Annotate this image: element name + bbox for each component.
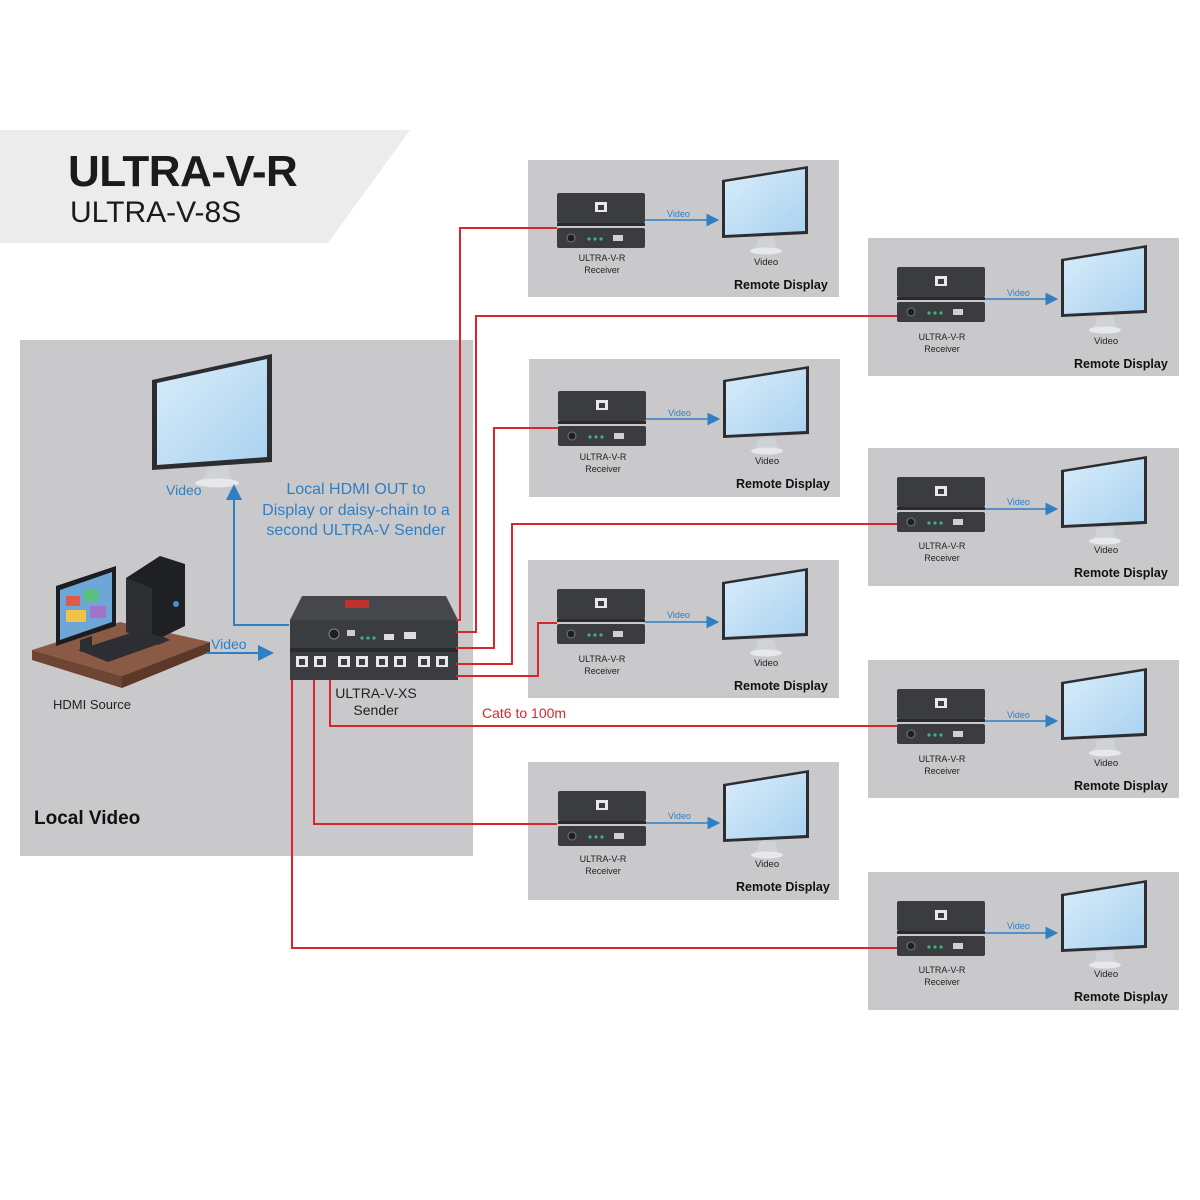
receiver-role: Receiver — [924, 766, 960, 776]
receiver-label-2: ULTRA-V-R Receiver — [902, 331, 982, 355]
receiver-model: ULTRA-V-R — [918, 754, 966, 764]
remote-display-label-5: Remote Display — [734, 679, 828, 693]
local-video-label: Local Video — [34, 808, 141, 829]
note-line-2: Display or daisy-chain to a — [262, 501, 450, 519]
title-band — [0, 130, 410, 243]
receiver-role: Receiver — [924, 344, 960, 354]
cable-5 — [456, 622, 557, 677]
remote-display-label-7: Remote Display — [736, 880, 830, 894]
cable-8 — [291, 680, 897, 949]
receiver-model: ULTRA-V-R — [579, 452, 627, 462]
page-title: ULTRA-V-R — [68, 147, 298, 196]
receiver-model: ULTRA-V-R — [578, 253, 626, 263]
remote-unit-2 — [896, 245, 1147, 334]
hdmi-source-illustration — [32, 556, 210, 688]
cable-4 — [456, 523, 897, 665]
cable-1 — [456, 227, 557, 621]
receiver-label-1: ULTRA-V-R Receiver — [562, 252, 642, 276]
page-subtitle: ULTRA-V-8S — [70, 196, 242, 229]
remote-display-label-6: Remote Display — [1074, 779, 1168, 793]
local-monitor — [152, 354, 272, 488]
remote-display-label-2: Remote Display — [1074, 357, 1168, 371]
note-line-3: second ULTRA-V Sender — [266, 522, 446, 539]
video-label-1: Video — [667, 209, 690, 219]
remote-unit-3 — [557, 366, 809, 455]
sender-label: ULTRA-V-XS Sender — [326, 685, 426, 719]
receiver-model: ULTRA-V-R — [579, 854, 627, 864]
local-hdmi-out-note: Local HDMI OUT to Display or daisy-chain… — [246, 480, 466, 542]
sender-label-line-1: ULTRA-V-XS — [335, 685, 417, 701]
monitor-label-1: Video — [754, 257, 779, 268]
local-monitor-video-label: Video — [166, 482, 202, 498]
remote-unit-5 — [556, 568, 808, 657]
sender-device — [290, 596, 458, 680]
sender-label-line-2: Sender — [353, 702, 399, 718]
monitor-label-7: Video — [755, 859, 780, 870]
receiver-label-6: ULTRA-V-R Receiver — [902, 753, 982, 777]
remote-unit-6 — [896, 668, 1147, 757]
cable-6 — [329, 680, 897, 727]
receiver-model: ULTRA-V-R — [918, 541, 966, 551]
video-label-7: Video — [668, 811, 691, 821]
remote-unit-4 — [896, 456, 1147, 545]
monitor-label-5: Video — [754, 658, 779, 669]
remote-display-label-4: Remote Display — [1074, 566, 1168, 580]
monitor-label-3: Video — [755, 456, 780, 467]
receiver-label-4: ULTRA-V-R Receiver — [902, 540, 982, 564]
video-label-8: Video — [1007, 921, 1030, 931]
remote-unit-1 — [556, 166, 808, 255]
receiver-role: Receiver — [585, 866, 621, 876]
video-label-6: Video — [1007, 710, 1030, 720]
monitor-label-6: Video — [1094, 758, 1119, 769]
cable-3 — [456, 427, 558, 649]
cable-label: Cat6 to 100m — [482, 705, 567, 721]
receiver-model: ULTRA-V-R — [918, 965, 966, 975]
video-label-2: Video — [1007, 288, 1030, 298]
remote-unit-7 — [557, 770, 809, 859]
receiver-role: Receiver — [584, 666, 620, 676]
cable-2 — [456, 315, 897, 633]
receiver-role: Receiver — [584, 265, 620, 275]
receiver-label-5: ULTRA-V-R Receiver — [562, 653, 642, 677]
monitor-label-8: Video — [1094, 969, 1119, 980]
remote-display-label-1: Remote Display — [734, 278, 828, 292]
receiver-role: Receiver — [924, 553, 960, 563]
remote-display-label-3: Remote Display — [736, 477, 830, 491]
cat6-cables — [291, 227, 897, 949]
video-label-5: Video — [667, 610, 690, 620]
remote-display-label-8: Remote Display — [1074, 990, 1168, 1004]
hdmi-source-label: HDMI Source — [53, 697, 132, 712]
receiver-label-8: ULTRA-V-R Receiver — [902, 964, 982, 988]
monitor-label-4: Video — [1094, 545, 1119, 556]
cable-7 — [313, 680, 557, 825]
receiver-model: ULTRA-V-R — [578, 654, 626, 664]
receiver-role: Receiver — [585, 464, 621, 474]
note-line-1: Local HDMI OUT to — [286, 481, 426, 498]
video-label-4: Video — [1007, 497, 1030, 507]
video-label-3: Video — [668, 408, 691, 418]
local-hdmi-out-arrow — [226, 484, 289, 626]
source-video-label: Video — [211, 636, 247, 652]
receiver-model: ULTRA-V-R — [918, 332, 966, 342]
remote-unit-8 — [896, 880, 1147, 969]
receiver-label-3: ULTRA-V-R Receiver — [563, 451, 643, 475]
receiver-role: Receiver — [924, 977, 960, 987]
receiver-label-7: ULTRA-V-R Receiver — [563, 853, 643, 877]
monitor-label-2: Video — [1094, 336, 1119, 347]
